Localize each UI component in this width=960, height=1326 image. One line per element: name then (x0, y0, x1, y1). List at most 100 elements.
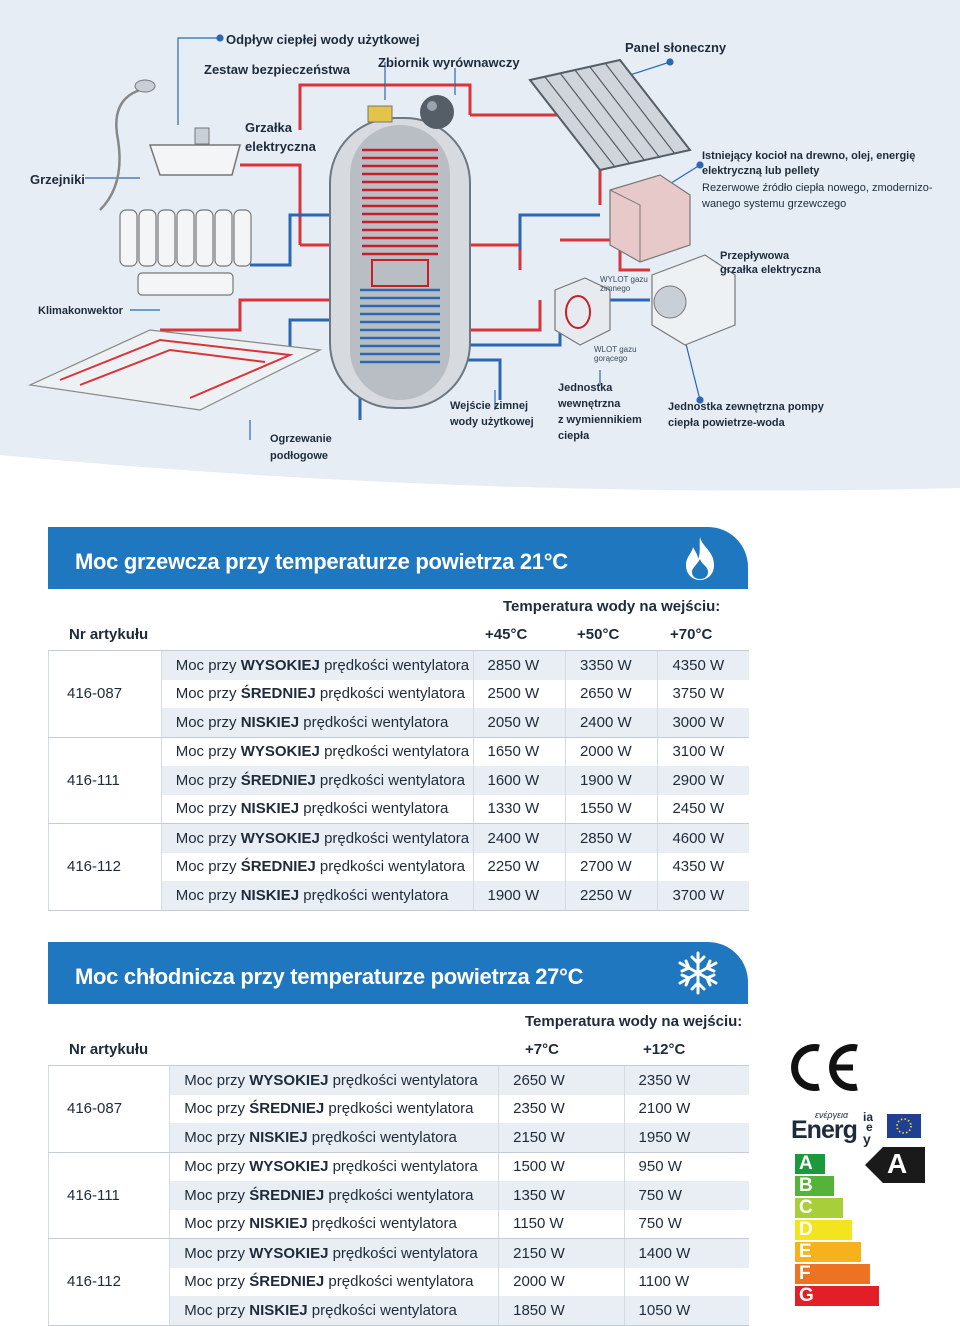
description-prefix: Moc przy (175, 656, 241, 674)
description-suffix: prędkości wentylatora (328, 1244, 478, 1262)
article-number: 416-087 (48, 679, 162, 708)
description-prefix: Moc przy (175, 886, 241, 904)
energy-class-d: D (795, 1220, 852, 1240)
energy-brand-word: Energ (791, 1116, 858, 1144)
article-number (48, 736, 162, 766)
snowflake-icon (676, 950, 720, 1001)
power-value: 1600 W (472, 766, 566, 795)
article-number (47, 1238, 170, 1268)
power-value: 2250 W (472, 852, 566, 881)
power-value: 1050 W (623, 1296, 749, 1326)
cooling-header: Moc chłodnicza przy temperaturze powietr… (48, 942, 748, 1004)
description-prefix: Moc przy (175, 685, 241, 703)
power-value: 1330 W (472, 794, 566, 824)
article-number: 416-112 (48, 852, 162, 881)
power-value: 1950 W (623, 1123, 749, 1153)
label-electric-heater-1: Grzałka (245, 120, 292, 135)
description-suffix: prędkości wentylatora (307, 1301, 457, 1319)
description-suffix: prędkości wentylatora (299, 713, 449, 731)
power-value: 2100 W (623, 1094, 749, 1123)
cooling-temp-1: +7°C (525, 1041, 559, 1058)
description-prefix: Moc przy (175, 771, 241, 789)
description-suffix: prędkości wentylatora (328, 1158, 478, 1176)
power-value: 4350 W (657, 650, 749, 680)
energy-class-g: G (795, 1286, 879, 1306)
fan-speed-level: WYSOKIEJ (249, 1071, 329, 1089)
power-value: 3350 W (564, 650, 658, 680)
power-value: 2050 W (472, 708, 566, 738)
description-suffix: prędkości wentylatora (319, 829, 470, 847)
description-suffix: prędkości wentylatora (319, 743, 470, 761)
power-value: 2450 W (657, 794, 749, 824)
power-value: 750 W (623, 1209, 749, 1239)
label-indoor-unit-2: wewnętrzna (558, 398, 621, 410)
label-cold-gas-out-2: zimnego (600, 284, 631, 293)
power-value: 2850 W (472, 650, 566, 680)
power-value: 2850 W (564, 823, 658, 853)
energy-greek-word: ενέργεια (815, 1110, 849, 1120)
fan-speed-level: ŚREDNIEJ (240, 858, 316, 876)
ce-mark: CE (785, 1040, 865, 1095)
fan-speed-description: Moc przy WYSOKIEJ prędkości wentylatora (160, 823, 473, 853)
label-electric-heater-2: elektryczna (245, 139, 316, 154)
description-prefix: Moc przy (184, 1244, 250, 1262)
fan-speed-level: WYSOKIEJ (249, 1158, 329, 1176)
description-prefix: Moc przy (175, 713, 241, 731)
fan-speed-description: Moc przy NISKIEJ prędkości wentylatora (160, 708, 473, 738)
label-floor-heating-1: Ogrzewanie (270, 433, 332, 445)
power-value: 1900 W (472, 881, 566, 911)
cooling-water-temp-label: Temperatura wody na wejściu: (525, 1013, 743, 1030)
fan-speed-level: WYSOKIEJ (249, 1244, 329, 1262)
fan-speed-description: Moc przy WYSOKIEJ prędkości wentylatora (160, 736, 473, 766)
fan-speed-description: Moc przy ŚREDNIEJ prędkości wentylatora (169, 1094, 499, 1123)
fan-speed-level: NISKIEJ (240, 800, 300, 818)
fan-speed-level: NISKIEJ (249, 1128, 308, 1146)
power-value: 1550 W (564, 794, 658, 824)
energy-label-header: ενέργεια Energ ia e y (789, 1110, 925, 1147)
label-indoor-unit-3: z wymiennikiem (558, 414, 642, 426)
fan-speed-description: Moc przy ŚREDNIEJ prędkości wentylatora (160, 852, 473, 881)
heating-temp-3: +70°C (670, 626, 713, 643)
article-number (47, 1209, 170, 1239)
label-outdoor-unit-1: Jednostka zewnętrzna pompy (668, 401, 824, 413)
power-value: 2900 W (657, 766, 749, 795)
cooling-temp-2: +12°C (643, 1041, 686, 1058)
energy-suffix-mid: e (866, 1120, 873, 1134)
flame-icon (680, 535, 720, 586)
cooling-title: Moc chłodnicza przy temperaturze powietr… (75, 964, 584, 989)
fan-speed-description: Moc przy WYSOKIEJ prędkości wentylatora (169, 1065, 499, 1095)
fan-speed-description: Moc przy NISKIEJ prędkości wentylatora (160, 794, 473, 824)
description-suffix: prędkości wentylatora (315, 685, 465, 703)
fan-speed-description: Moc przy ŚREDNIEJ prędkości wentylatora (160, 679, 473, 708)
label-solar-panel: Panel słoneczny (625, 40, 727, 55)
power-value: 2350 W (498, 1094, 625, 1123)
label-fan-coil: Klimakonwektor (38, 305, 123, 317)
power-value: 750 W (623, 1181, 749, 1210)
power-value: 2150 W (498, 1123, 625, 1153)
article-number: 416-111 (47, 1181, 170, 1210)
diagram-graphic (0, 0, 960, 491)
energy-rating-value: A (887, 1148, 908, 1179)
label-boiler-2: elektryczną lub pellety (702, 165, 820, 177)
description-prefix: Moc przy (175, 829, 241, 847)
fan-speed-description: Moc przy NISKIEJ prędkości wentylatora (160, 881, 473, 911)
heating-temp-2: +50°C (577, 626, 620, 643)
fan-speed-description: Moc przy NISKIEJ prędkości wentylatora (169, 1296, 499, 1326)
power-value: 2700 W (564, 852, 658, 881)
description-suffix: prędkości wentylatora (324, 1186, 474, 1204)
power-value: 3750 W (657, 679, 749, 708)
description-suffix: prędkości wentylatora (299, 886, 449, 904)
power-value: 2400 W (472, 823, 566, 853)
power-value: 2650 W (564, 679, 658, 708)
label-cold-water-in-1: Wejście zimnej (450, 400, 529, 412)
label-flow-heater-2: grzałka elektryczna (720, 264, 821, 276)
ce-mark-text: CE (785, 1040, 786, 1041)
